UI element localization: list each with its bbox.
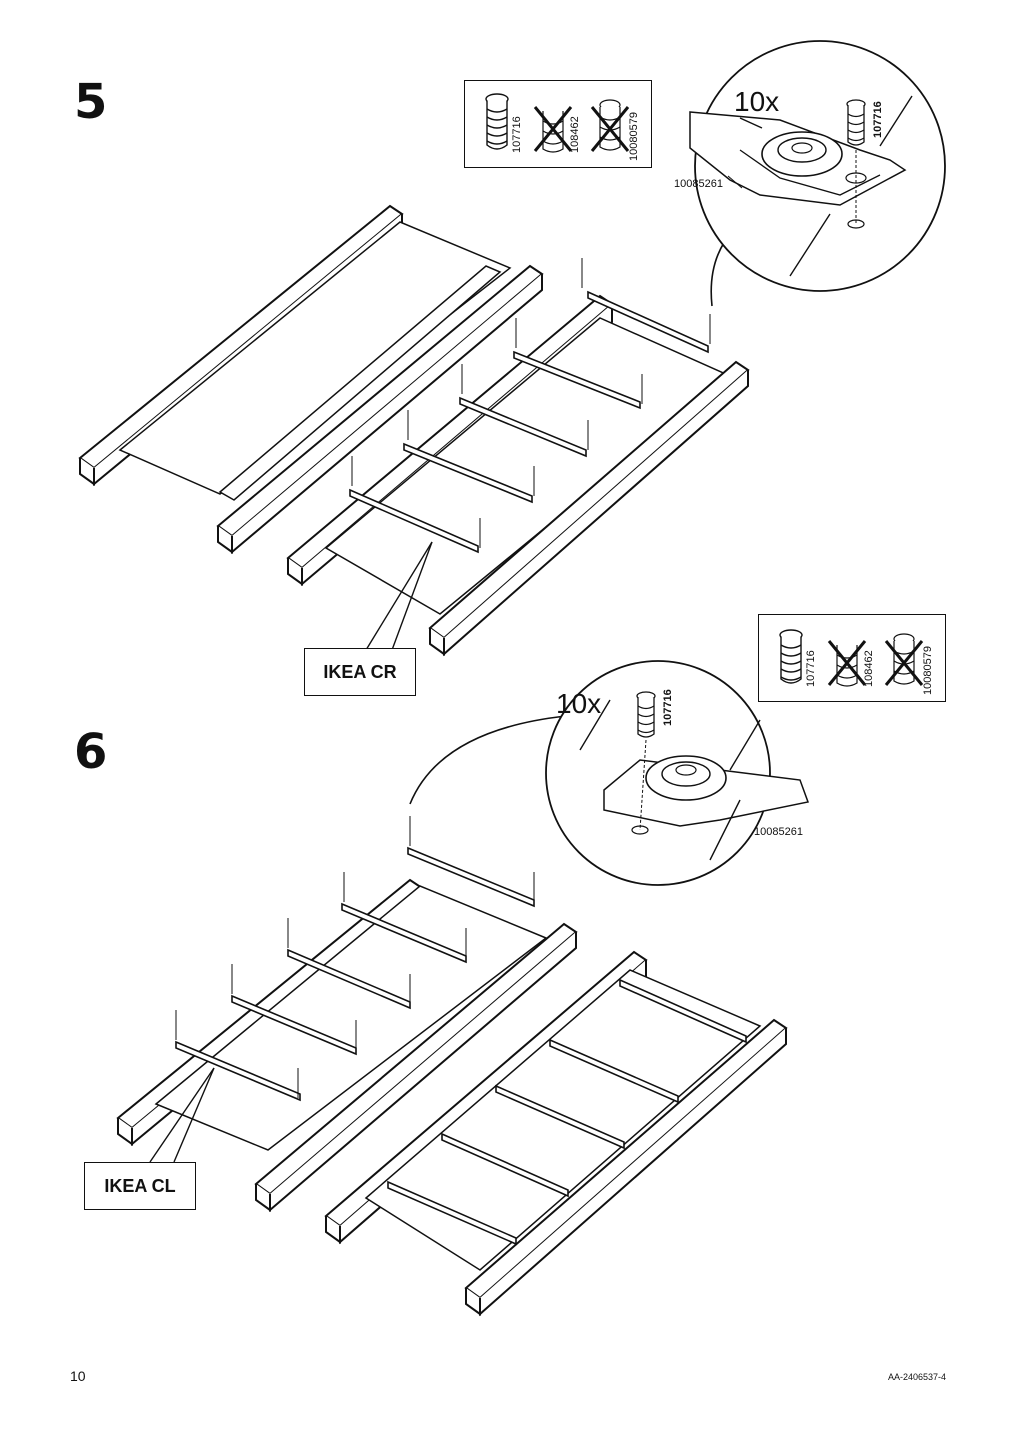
detail-screw-id-5: 107716 <box>872 101 884 138</box>
part-label-5: IKEA CR <box>304 648 416 696</box>
screw-icon <box>485 93 509 150</box>
screw-icon <box>893 633 915 685</box>
step-5-number: 5 <box>74 74 108 130</box>
screw-legend-5-graphic <box>485 93 630 153</box>
screw-legend-6: 107716 108462 10080579 <box>758 614 946 702</box>
step-6-number: 6 <box>74 724 108 780</box>
document-id: AA-2406537-4 <box>888 1372 947 1382</box>
cross-icon <box>533 106 573 152</box>
screw-icon <box>636 691 656 738</box>
screw-id-no-2: 10080579 <box>922 646 934 695</box>
screw-legend-5: 107716 108462 10080579 <box>464 80 652 168</box>
screw-icon <box>836 645 858 687</box>
quantity-label-6: 10x <box>556 688 602 719</box>
screw-id-no-1: 108462 <box>863 650 875 687</box>
screw-id-ok: 107716 <box>805 650 817 687</box>
screw-icon <box>779 629 803 684</box>
page-number: 10 <box>70 1368 86 1384</box>
screw-legend-6-graphic <box>779 629 924 687</box>
quantity-label-5: 10x <box>734 86 780 117</box>
detail-screw-id-6: 107716 <box>662 689 674 726</box>
cross-icon <box>884 640 924 686</box>
cross-icon <box>827 640 867 686</box>
cross-icon <box>590 106 630 152</box>
bracket-id-6: 10085261 <box>754 826 803 838</box>
bracket-id-5: 10085261 <box>674 178 723 190</box>
screw-icon <box>846 99 866 146</box>
part-label-6: IKEA CL <box>84 1162 196 1210</box>
